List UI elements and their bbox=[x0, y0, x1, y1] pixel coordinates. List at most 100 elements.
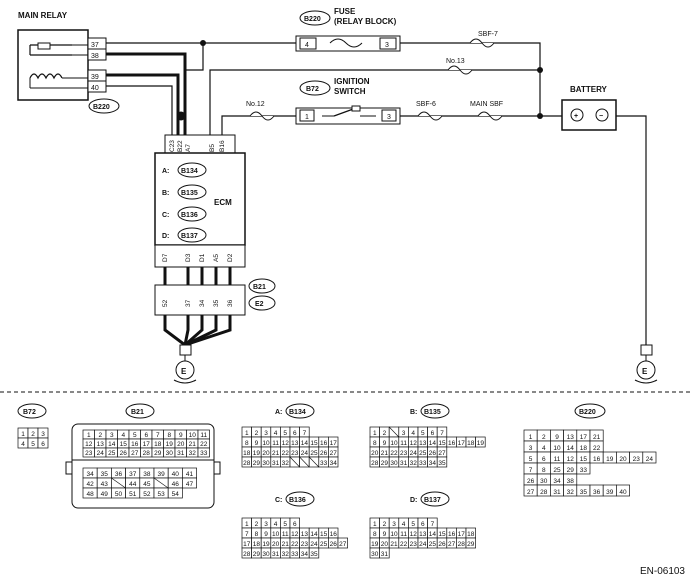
b137-face-pin-number: 10 bbox=[390, 531, 398, 538]
b72-face-pin-number: 4 bbox=[21, 441, 25, 448]
b21-face-pin-number: 16 bbox=[131, 441, 139, 448]
b137-face-pin-number: 26 bbox=[438, 541, 446, 548]
b134-face-blank-mark bbox=[299, 456, 310, 468]
b135-face-pin-number: 11 bbox=[400, 440, 407, 447]
b21-face-pin-number: 23 bbox=[85, 450, 93, 457]
ecm-connector-b136: B136 bbox=[181, 212, 198, 219]
b136-face-pin-number: 23 bbox=[301, 541, 309, 548]
b137-face-pin-number: 3 bbox=[392, 521, 396, 528]
b135-face-pin-number: 9 bbox=[383, 440, 387, 447]
b21-face-pin-number: 11 bbox=[200, 432, 207, 439]
b135-face-pin-number: 23 bbox=[400, 450, 408, 457]
ecm-bottom-pin-block bbox=[154, 244, 246, 268]
b137-face-pin-number: 23 bbox=[410, 541, 418, 548]
b220-face-pin-number: 39 bbox=[606, 489, 614, 496]
b137-face-pin-number: 2 bbox=[383, 521, 387, 528]
fuse-label: FUSE bbox=[334, 7, 356, 16]
b137-face-pin-number: 5 bbox=[411, 521, 415, 528]
b21-face-pin-number: 53 bbox=[157, 491, 165, 498]
b134-face-pin-number: 30 bbox=[262, 460, 270, 467]
b220-face-pin-number: 34 bbox=[553, 478, 561, 485]
ecm-pin-b16: B16 bbox=[219, 140, 226, 152]
b134-face-pin-number: 10 bbox=[262, 440, 270, 447]
b135-face-pin-number: 2 bbox=[383, 430, 387, 437]
b137-face-pin-number: 18 bbox=[467, 531, 475, 538]
b134-face-pin-number: 2 bbox=[255, 430, 259, 437]
fuse-main-sbf: MAIN SBF bbox=[470, 101, 503, 121]
relay-connector-badge bbox=[88, 98, 120, 114]
b72-face-cell bbox=[37, 437, 49, 449]
b137-face-pin-number: 25 bbox=[429, 541, 437, 548]
b220-face-pin-number: 2 bbox=[542, 434, 546, 441]
face-title-b21: B21 bbox=[131, 409, 144, 416]
b137-face-pin-number: 6 bbox=[421, 521, 425, 528]
b134-face-pin-number: 19 bbox=[253, 450, 261, 457]
b137-face-pin-number: 11 bbox=[400, 531, 407, 538]
fuse-no12-label: No.12 bbox=[246, 101, 265, 108]
b135-face-pin-number: 33 bbox=[419, 460, 427, 467]
ecm-pin-b22: B22 bbox=[177, 140, 184, 152]
b136-face-pin-number: 13 bbox=[301, 531, 309, 538]
fuse-sbf7-label: SBF-7 bbox=[478, 31, 498, 38]
fuse-sbf6: SBF-6 bbox=[416, 101, 443, 121]
ecm-label: ECM bbox=[214, 198, 232, 207]
b21-face-pin-number: 27 bbox=[131, 450, 139, 457]
relay-pin-39: 39 bbox=[91, 74, 99, 81]
b21-face-pin-number: 1 bbox=[87, 432, 91, 439]
b21-face-pin-number: 20 bbox=[177, 441, 185, 448]
b136-face-pin-number: 16 bbox=[330, 531, 338, 538]
ecm-to-b21-wires bbox=[163, 267, 232, 285]
battery-ground-terminal bbox=[640, 344, 653, 356]
b21-face-pin-number: 43 bbox=[101, 481, 109, 488]
face-title-b137: B137 bbox=[424, 497, 441, 504]
ecm-pin-c23: C23 bbox=[169, 140, 176, 152]
b21-face-pin-number: 37 bbox=[129, 471, 137, 478]
fuse-connector-badge bbox=[299, 10, 331, 26]
b220-face-pin-number: 38 bbox=[567, 478, 575, 485]
b220-face-pin-number: 26 bbox=[527, 478, 535, 485]
b135-face-cell bbox=[475, 436, 486, 448]
b136-face-pin-number: 34 bbox=[301, 551, 309, 558]
b21-face-pin-number: 25 bbox=[108, 450, 116, 457]
b21-face-pin-number: 6 bbox=[144, 432, 148, 439]
b136-face-pin-number: 12 bbox=[291, 531, 299, 538]
b137-face-pin-number: 1 bbox=[373, 521, 377, 528]
ecm-connector-b137: B137 bbox=[181, 233, 198, 240]
b21-pin-block bbox=[154, 284, 246, 316]
b136-face-pin-number: 11 bbox=[282, 531, 289, 538]
b137-face-pin-number: 28 bbox=[458, 541, 466, 548]
b220-face-pin-number: 31 bbox=[553, 489, 561, 496]
b21-face-pin-number: 12 bbox=[85, 441, 93, 448]
b136-face-pin-number: 3 bbox=[264, 521, 268, 528]
b21-face-pin-number: 19 bbox=[166, 441, 174, 448]
relay-pin-block: 37 38 39 40 bbox=[87, 37, 107, 93]
b220-face-pin-number: 40 bbox=[619, 489, 627, 496]
b134-face-pin-number: 31 bbox=[272, 460, 280, 467]
switch-contact bbox=[322, 105, 376, 117]
b135-face-pin-number: 34 bbox=[429, 460, 437, 467]
fuse-element bbox=[329, 38, 363, 48]
ignition-connector-label: B72 bbox=[306, 86, 319, 93]
relay-pin-40: 40 bbox=[91, 85, 99, 92]
b21-face-pin-number: 4 bbox=[121, 432, 125, 439]
b134-face-pin-number: 9 bbox=[255, 440, 259, 447]
b134-face-pin-number: 28 bbox=[243, 460, 251, 467]
fuse-sbf6-label: SBF-6 bbox=[416, 101, 436, 108]
b136-face-pin-number: 31 bbox=[272, 551, 280, 558]
b135-face-pin-number: 19 bbox=[477, 440, 485, 447]
b136-face-pin-number: 9 bbox=[264, 531, 268, 538]
main-relay-label: MAIN RELAY bbox=[18, 11, 68, 20]
b136-face-pin-number: 25 bbox=[320, 541, 328, 548]
e2-label: E2 bbox=[255, 301, 264, 308]
b72-face-pin-number: 6 bbox=[41, 441, 45, 448]
b220-face-pin-number: 30 bbox=[540, 478, 548, 485]
b134-face-pin-number: 14 bbox=[301, 440, 309, 447]
ecm-connector-b135: B135 bbox=[181, 190, 198, 197]
ecm-bottom-pins: D7 D3 D1 A5 D2 bbox=[162, 253, 234, 262]
b21-face-pin-number: 3 bbox=[110, 432, 114, 439]
b137-face-pin-number: 17 bbox=[458, 531, 466, 538]
b136-face-pin-number: 15 bbox=[320, 531, 328, 538]
b137-face-pin-number: 13 bbox=[419, 531, 427, 538]
ecm-pin-d2: D2 bbox=[227, 253, 234, 262]
